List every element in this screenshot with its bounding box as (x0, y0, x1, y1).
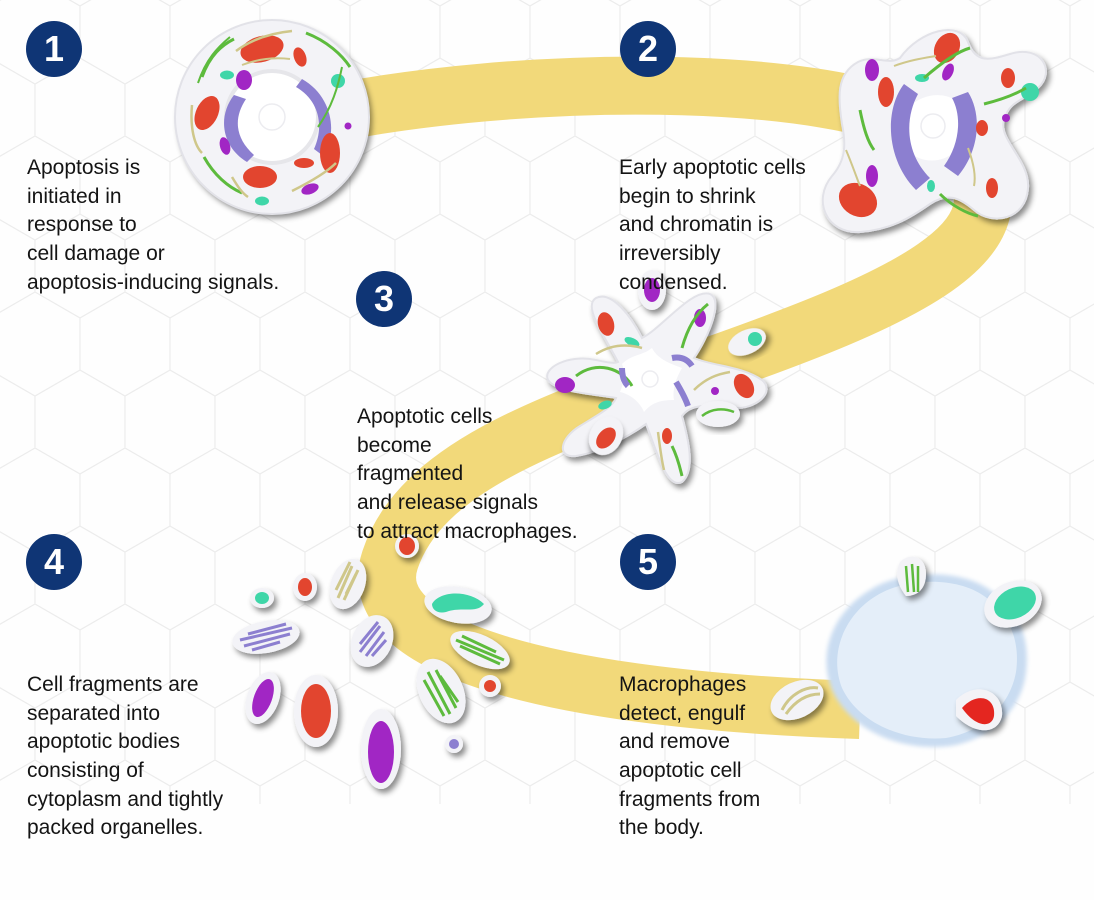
shrinking-cell-illustration (821, 29, 1047, 234)
diagram-canvas (0, 0, 1094, 804)
step-number-badge: 1 (26, 21, 82, 77)
fragmenting-cell-illustration (546, 270, 768, 484)
step-number-badge: 4 (26, 534, 82, 590)
healthy-cell-illustration (174, 19, 370, 215)
step-number-badge: 3 (356, 271, 412, 327)
macrophage-illustration (770, 556, 1042, 747)
process-path (293, 56, 1012, 739)
step-number-badge: 5 (620, 534, 676, 590)
step-number-badge: 2 (620, 21, 676, 77)
apoptotic-bodies-illustration (232, 534, 510, 789)
